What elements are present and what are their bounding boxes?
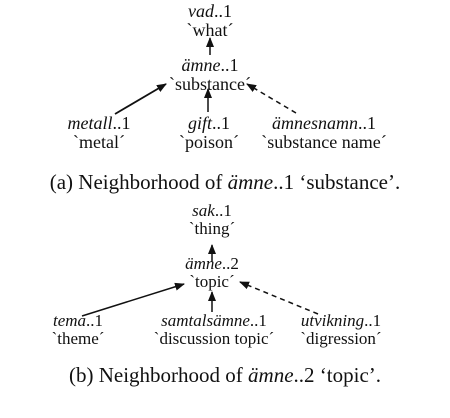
edge-right-to-center bbox=[246, 83, 297, 114]
caption-b: (b) Neighborhood of ämne..2 ‘topic’. bbox=[68, 363, 382, 387]
node-left: metall..1 `metal´ bbox=[44, 114, 154, 151]
node-middle-gloss: `poison´ bbox=[179, 132, 239, 152]
node-right-lemma: utvikning..1 bbox=[300, 311, 382, 330]
node-right: ämnesnamn..1 `substance name´ bbox=[234, 114, 414, 151]
node-left-lemma: tema..1 bbox=[52, 311, 104, 330]
caption-a: (a) Neighborhood of ämne..1 ‘substance’. bbox=[49, 170, 401, 194]
node-left: tema..1 `theme´ bbox=[28, 312, 128, 347]
panel-b-edges bbox=[81, 244, 319, 317]
node-center-gloss: `topic´ bbox=[189, 272, 235, 291]
node-top: sak..1 `thing´ bbox=[172, 202, 252, 237]
node-top-lemma: sak..1 bbox=[192, 201, 232, 220]
node-top-gloss: `what´ bbox=[186, 20, 234, 40]
panel-a-edges bbox=[114, 37, 297, 115]
panel-a: vad..1 `what´ ämne..1 `substance´ metall… bbox=[44, 2, 414, 194]
node-middle: gift..1 `poison´ bbox=[154, 114, 264, 151]
node-right-lemma: ämnesnamn..1 bbox=[272, 113, 376, 133]
node-center-gloss: `substance´ bbox=[169, 74, 251, 94]
node-middle-lemma: gift..1 bbox=[187, 113, 230, 133]
node-top-gloss: `thing´ bbox=[188, 219, 236, 238]
panel-b: sak..1 `thing´ ämne..2 `topic´ tema..1 `… bbox=[0, 202, 450, 418]
node-center-lemma: ämne..2 bbox=[185, 254, 239, 273]
node-top: vad..1 `what´ bbox=[170, 2, 250, 39]
node-left-lemma: metall..1 bbox=[67, 113, 131, 133]
node-middle: samtalsämne..1 `discussion topic´ bbox=[134, 312, 294, 347]
node-center: ämne..1 `substance´ bbox=[140, 56, 280, 93]
node-middle-gloss: `discussion topic´ bbox=[153, 329, 275, 348]
node-center: ämne..2 `topic´ bbox=[162, 255, 262, 290]
node-right-gloss: `digression´ bbox=[300, 329, 382, 348]
node-center-lemma: ämne..1 bbox=[181, 55, 239, 75]
edge-left-to-center bbox=[81, 282, 185, 317]
node-middle-lemma: samtalsämne..1 bbox=[161, 311, 267, 330]
node-left-gloss: `theme´ bbox=[51, 329, 105, 348]
edge-left-to-center bbox=[114, 83, 167, 115]
node-right: utvikning..1 `digression´ bbox=[276, 312, 406, 347]
node-right-gloss: `substance name´ bbox=[261, 132, 387, 152]
node-left-gloss: `metal´ bbox=[73, 132, 125, 152]
node-top-lemma: vad..1 bbox=[188, 1, 232, 21]
